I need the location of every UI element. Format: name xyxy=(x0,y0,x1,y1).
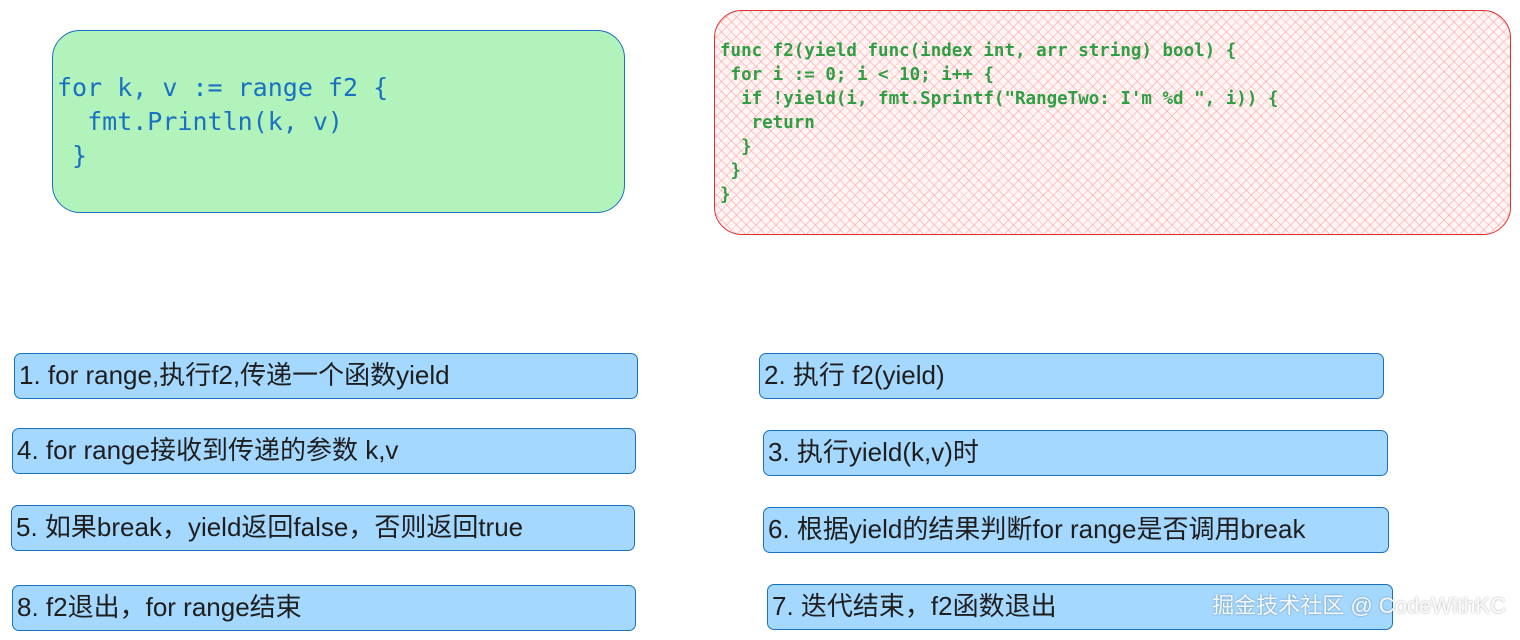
step-2-box: 2. 执行 f2(yield) xyxy=(759,353,1384,399)
step-7-box: 7. 迭代结束，f2函数退出 xyxy=(767,584,1393,630)
step-6-box: 6. 根据yield的结果判断for range是否调用break xyxy=(763,507,1389,553)
watermark: 掘金技术社区 @ CodeWithKC xyxy=(1212,593,1506,618)
step-3-box: 3. 执行yield(k,v)时 xyxy=(763,430,1388,476)
f2-function-code-box: func f2(yield func(index int, arr string… xyxy=(714,10,1511,235)
range-loop-code-box: for k, v := range f2 { fmt.Println(k, v)… xyxy=(52,30,625,213)
step-5-box: 5. 如果break，yield返回false，否则返回true xyxy=(11,505,635,551)
step-1-box: 1. for range,执行f2,传递一个函数yield xyxy=(14,353,638,399)
range-loop-code: for k, v := range f2 { fmt.Println(k, v)… xyxy=(57,73,389,170)
step-8-box: 8. f2退出，for range结束 xyxy=(12,585,636,631)
f2-function-code: func f2(yield func(index int, arr string… xyxy=(720,41,1279,205)
step-4-box: 4. for range接收到传递的参数 k,v xyxy=(12,428,636,474)
